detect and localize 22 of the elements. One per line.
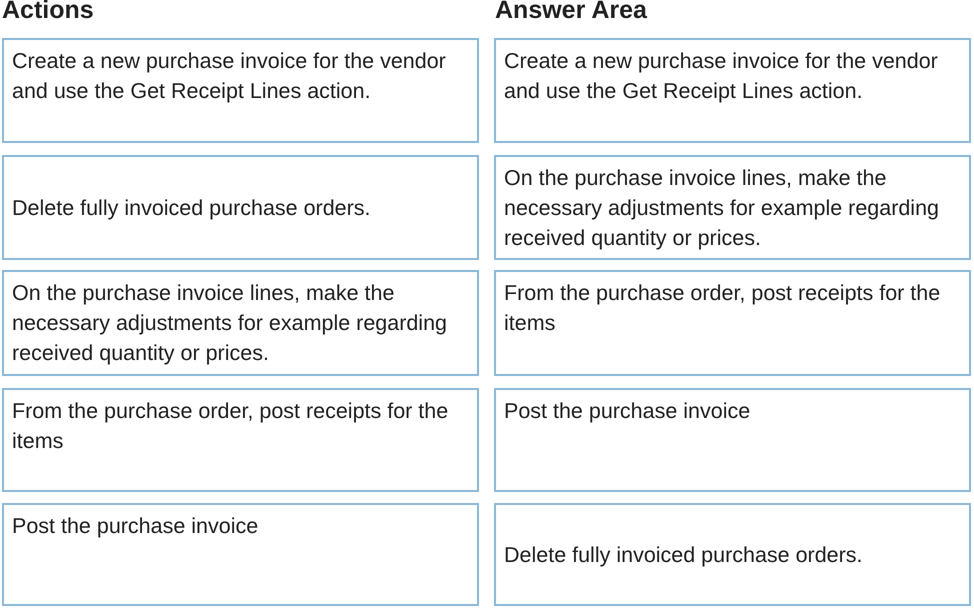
action-text: From the purchase order, post receipts for the items <box>12 398 450 455</box>
action-text: From the purchase order, post receipts for the items <box>504 280 942 337</box>
column-heading: Answer Area <box>495 0 647 25</box>
answer-box <box>494 38 971 143</box>
action-text: Post the purchase invoice <box>504 398 750 425</box>
action-text: On the purchase invoice lines, make the necessary adjustments for example regarding received quantity or prices. <box>12 280 448 367</box>
answer-box <box>494 388 971 492</box>
action-box <box>2 503 479 606</box>
answer-box <box>494 503 971 606</box>
action-box <box>2 38 479 143</box>
action-text: Delete fully invoiced purchase orders. <box>12 194 371 222</box>
action-box <box>2 155 479 260</box>
action-text: Post the purchase invoice <box>12 513 258 540</box>
column-heading: Actions <box>2 0 94 25</box>
action-text: Delete fully invoiced purchase orders. <box>504 542 863 568</box>
action-text: Create a new purchase invoice for the vendor and use the Get Receipt Lines action. <box>12 48 447 105</box>
answer-box <box>494 270 971 376</box>
action-box <box>2 388 479 492</box>
action-box <box>2 270 479 376</box>
action-text: Create a new purchase invoice for the vendor and use the Get Receipt Lines action. <box>504 48 939 105</box>
answer-box <box>494 155 971 260</box>
action-text: On the purchase invoice lines, make the necessary adjustments for example regarding received quantity or prices. <box>504 165 940 252</box>
